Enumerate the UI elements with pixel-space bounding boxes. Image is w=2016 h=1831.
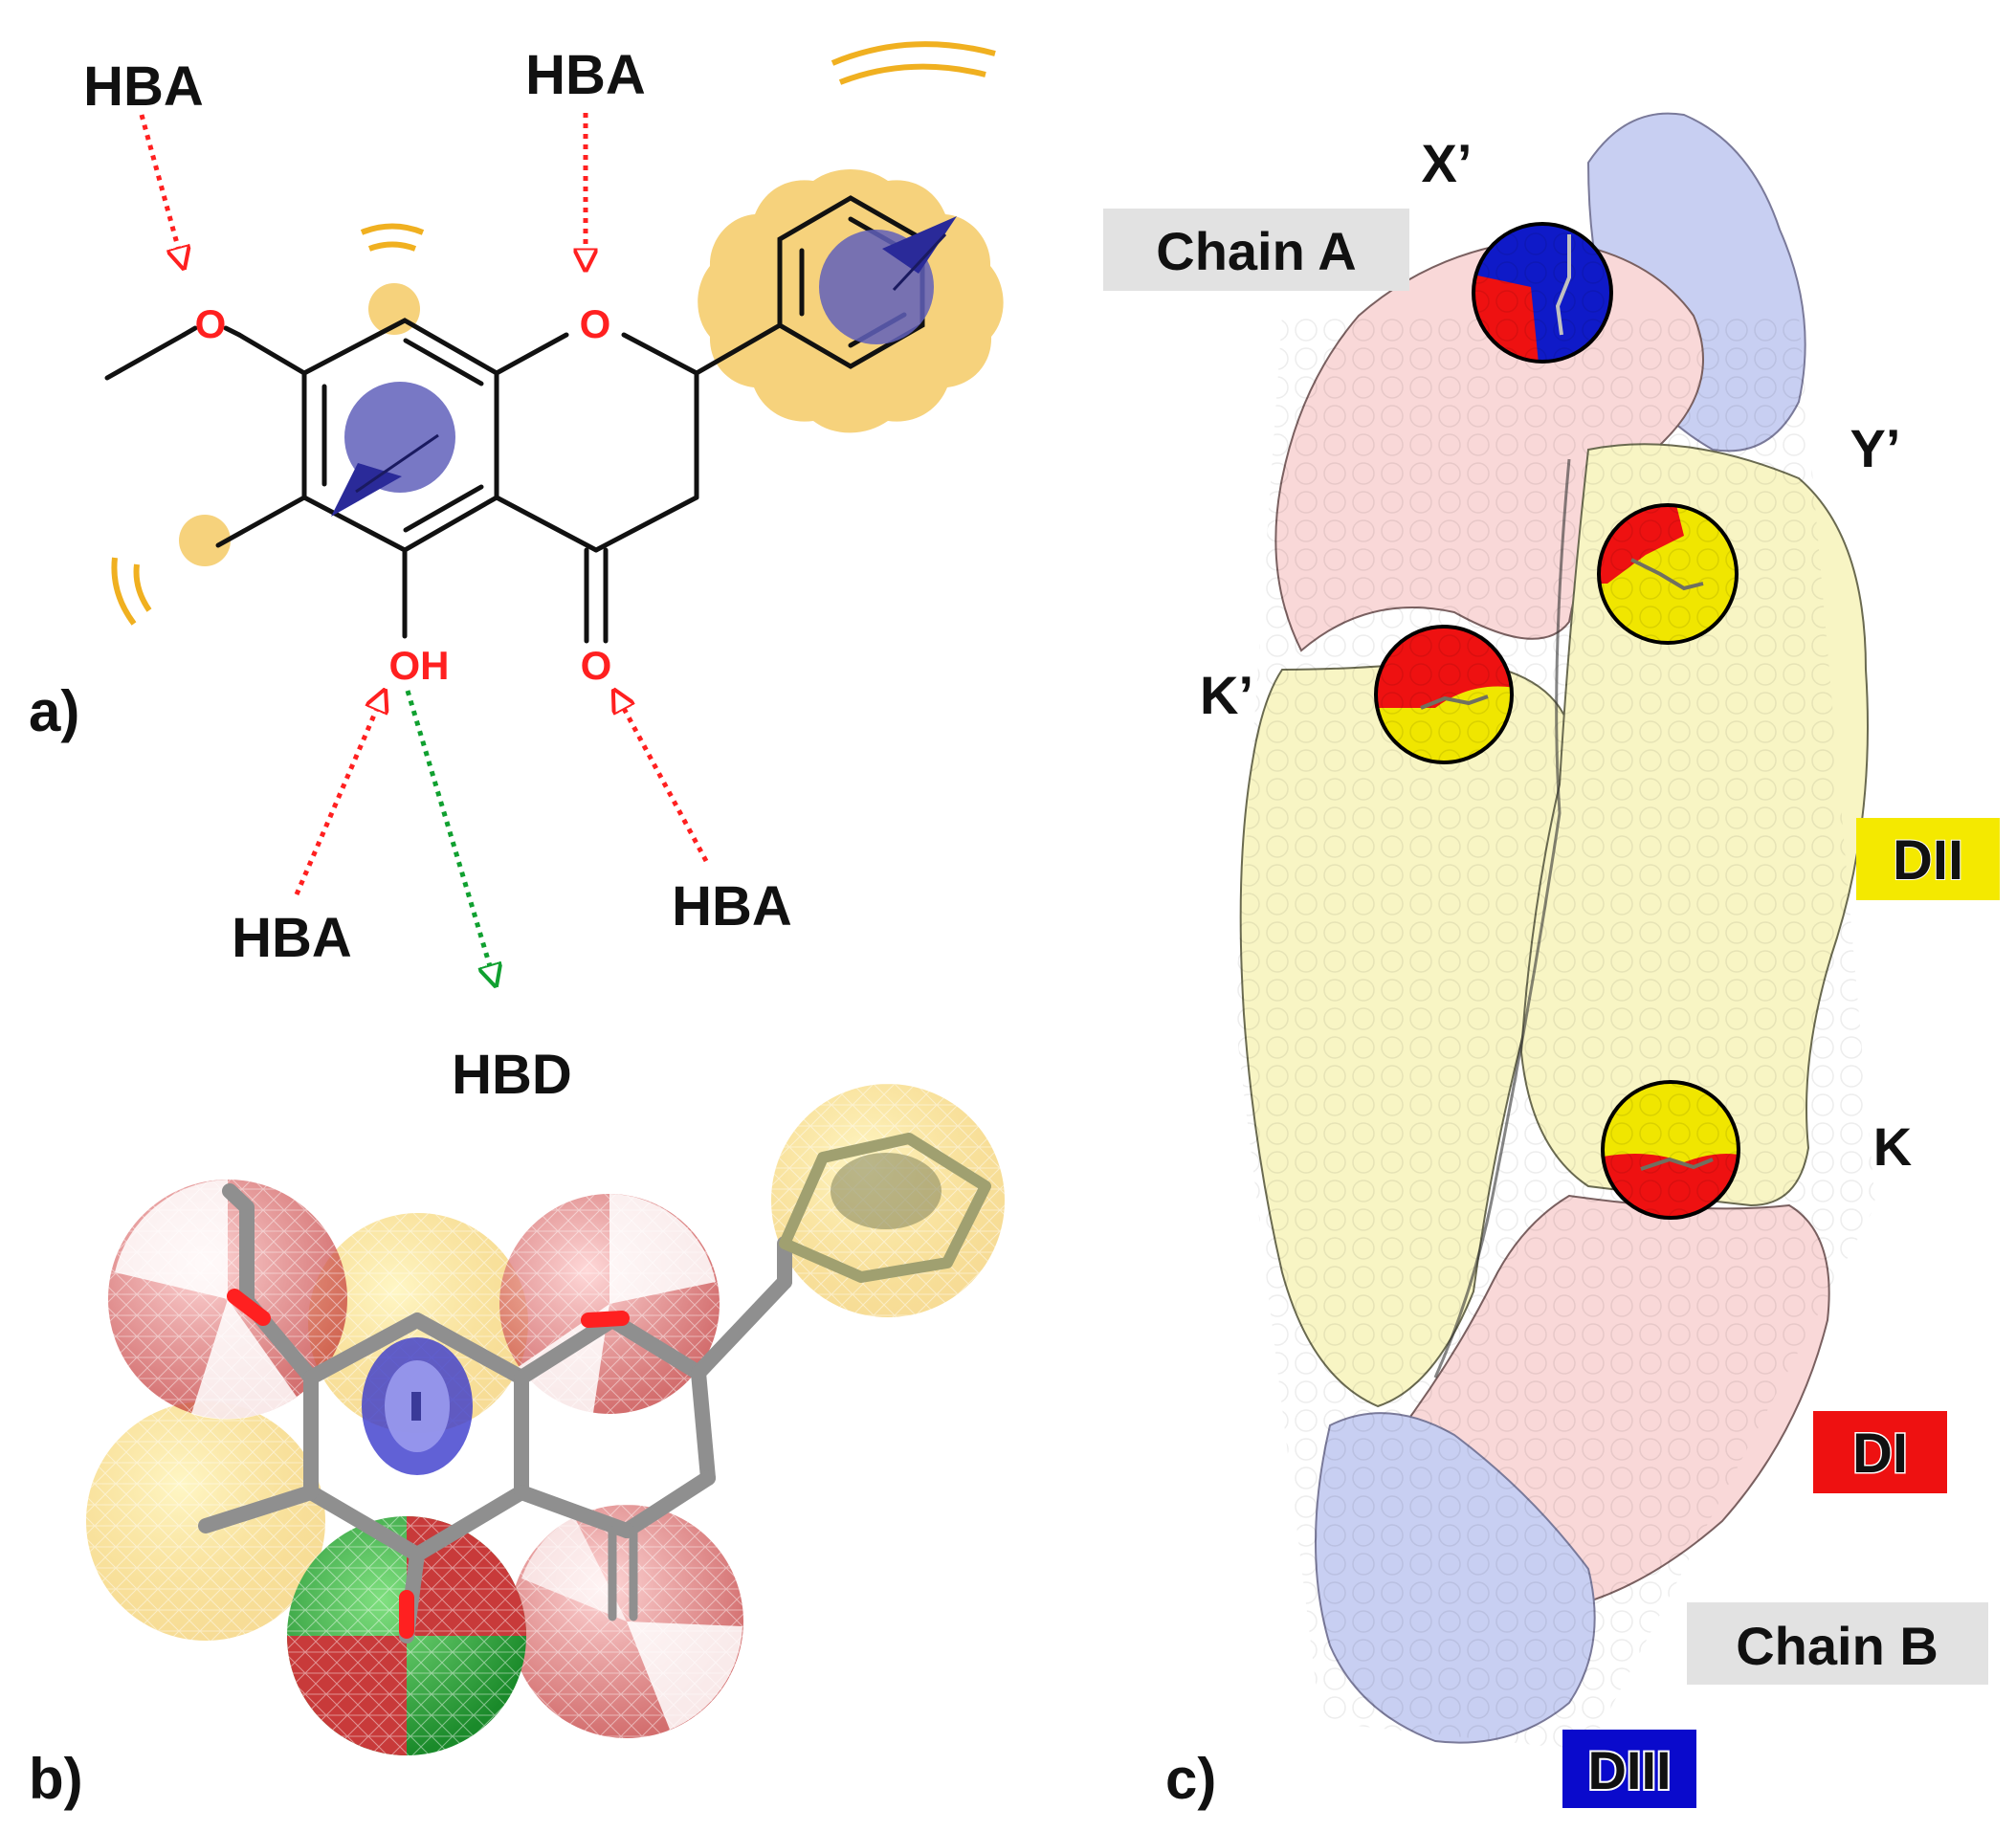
chain-a-label-text: Chain A <box>1156 221 1356 281</box>
binding-site-k <box>1601 1080 1740 1220</box>
domain-i-label-text: DI <box>1852 1423 1908 1485</box>
hba-label-bottom-left: HBA <box>232 907 352 969</box>
chain-b-label-text: Chain B <box>1736 1616 1938 1676</box>
hydrophobic-feature-top <box>360 223 425 335</box>
panel-b-label: b) <box>29 1747 83 1811</box>
carbonyl-oxygen-label: O <box>581 643 612 688</box>
hba-vector-bottom-right <box>614 691 709 863</box>
ligand-oxygens <box>227 1289 630 1639</box>
panel-c-label: c) <box>1165 1747 1216 1811</box>
aromatic-torus-ring-b <box>831 1153 942 1229</box>
aromatic-feature-ring-b <box>819 216 957 344</box>
aromatic-feature-ring-a <box>331 382 455 517</box>
hba-vector-top-left <box>139 114 184 268</box>
hbd-vector <box>405 690 496 985</box>
panel-b: b) <box>29 1084 1005 1811</box>
ring-oxygen-label: O <box>580 301 611 346</box>
hba-label-bottom-right: HBA <box>672 875 792 938</box>
site-label-y-prime: Y’ <box>1850 418 1901 478</box>
hba-vector-bottom-left <box>294 691 385 895</box>
chain-b-label: Chain B <box>1687 1602 1988 1685</box>
domain-iii-label-text: DIII <box>1587 1740 1671 1800</box>
domain-ii-label: DII <box>1856 818 2000 900</box>
acceptor-sphere-carbonyl <box>510 1505 743 1738</box>
chain-a-label: Chain A <box>1103 209 1409 291</box>
hba-label-top-left: HBA <box>83 55 204 118</box>
domain-i-label: DI <box>1813 1411 1947 1493</box>
hba-label-top-mid: HBA <box>525 44 646 106</box>
site-label-x-prime: X’ <box>1422 133 1473 193</box>
hydrophobic-feature-methyl <box>111 515 231 626</box>
hydroxyl-label: OH <box>389 643 450 688</box>
panel-a: O O OH O HBA HBA HBA HBD HBA a) <box>29 41 1004 1106</box>
aromatic-torus-ring-a <box>362 1337 473 1475</box>
hbd-label: HBD <box>452 1044 572 1106</box>
binding-site-x-prime <box>1472 222 1613 364</box>
panel-c: X’ Y’ K’ K Chain A Chain B DII DI DIII c… <box>1103 112 2000 1811</box>
acceptor-sphere-ring-o <box>499 1194 720 1414</box>
domain-iii-label: DIII <box>1562 1730 1696 1808</box>
site-label-k: K <box>1873 1116 1912 1177</box>
ether-oxygen-label: O <box>195 301 227 346</box>
panel-a-label: a) <box>29 679 79 743</box>
binding-site-k-prime <box>1374 625 1514 764</box>
site-label-k-prime: K’ <box>1200 665 1253 725</box>
binding-site-y-prime <box>1597 503 1739 645</box>
ligand-stick-model <box>198 1133 991 1643</box>
domain-ii-label-text: DII <box>1893 829 1963 892</box>
